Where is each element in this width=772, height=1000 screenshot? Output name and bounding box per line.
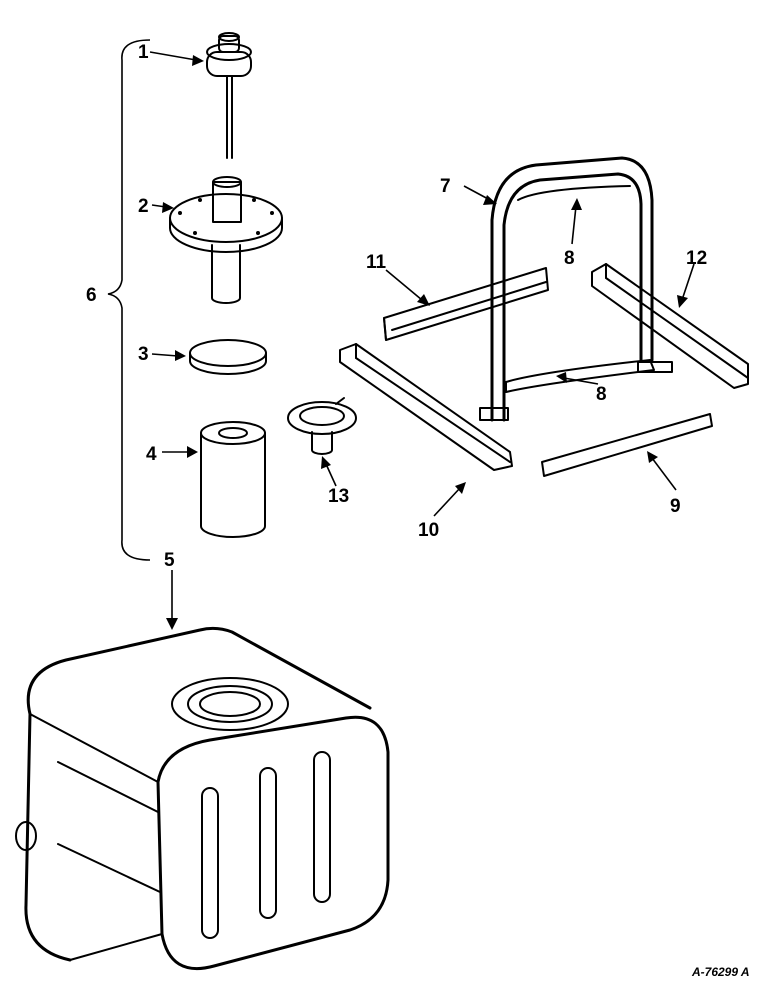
part-8-lower-strap — [505, 359, 655, 393]
callout-8-upper: 8 — [564, 248, 575, 269]
part-10-angle-bracket — [339, 343, 513, 471]
group-6-bracket — [107, 39, 151, 561]
callout-4: 4 — [146, 444, 157, 465]
part-2-flange-tube — [169, 176, 283, 304]
part-7-support-frame — [479, 156, 673, 422]
part-4-filter-element — [200, 421, 266, 538]
callout-10: 10 — [418, 520, 439, 541]
callout-12: 12 — [686, 248, 707, 269]
part-11-angle-bracket — [383, 267, 549, 341]
leader-lines — [149, 51, 695, 630]
callout-11: 11 — [366, 252, 387, 273]
callout-7: 7 — [440, 176, 451, 197]
callout-6: 6 — [86, 285, 97, 306]
callout-9: 9 — [670, 496, 681, 517]
part-13-breather-cap — [287, 397, 357, 455]
callout-13: 13 — [328, 486, 349, 507]
callout-2: 2 — [138, 196, 149, 217]
part-8-upper-strap — [517, 185, 631, 201]
callout-3: 3 — [138, 344, 149, 365]
part-9-strip — [541, 413, 713, 477]
drawing-id: A-76299 A — [691, 965, 750, 979]
part-5-tank — [15, 626, 390, 971]
part-1-cap-with-dipstick — [206, 32, 252, 159]
callout-8-lower: 8 — [596, 384, 607, 405]
part-12-angle-bracket — [591, 263, 749, 389]
callout-1: 1 — [138, 42, 149, 63]
callout-5: 5 — [164, 550, 175, 571]
part-3-ring — [189, 339, 267, 375]
